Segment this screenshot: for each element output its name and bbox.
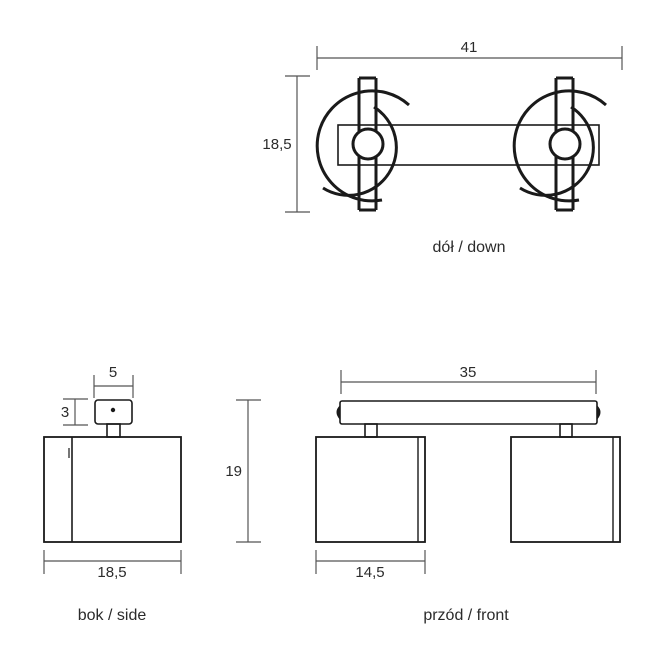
down-width-dimension [316, 46, 623, 70]
side-stem [106, 423, 121, 438]
side-mount-screw [110, 407, 116, 413]
side-mount-height-label: 3 [61, 404, 69, 421]
front-right-stem [559, 423, 573, 438]
front-shade-width-dimension [315, 550, 426, 574]
side-shade-width-label: 18,5 [97, 564, 126, 581]
front-right-shade [510, 436, 621, 543]
side-view: 5 3 18,5 bok / side [43, 364, 182, 624]
front-left-shade [315, 436, 426, 543]
front-bar-length-label: 35 [460, 364, 477, 381]
down-depth-dimension [285, 75, 310, 213]
height-label: 19 [225, 463, 242, 480]
down-depth-label: 18,5 [262, 136, 291, 153]
side-mount-width-dimension [93, 375, 134, 398]
side-caption: bok / side [78, 607, 147, 624]
side-mount-width-label: 5 [109, 364, 117, 381]
front-bar-right-cap [596, 405, 601, 420]
down-caption: dół / down [433, 239, 506, 256]
down-left-spot [315, 76, 411, 212]
down-width-label: 41 [461, 39, 478, 56]
down-base-plate [337, 124, 600, 166]
side-shade [43, 436, 182, 543]
side-mount-height-dimension [63, 398, 88, 426]
front-left-stem [364, 423, 378, 438]
front-view: 35 14,5 przód / front [315, 364, 621, 624]
front-caption: przód / front [423, 607, 509, 624]
front-bar-length-dimension [340, 370, 597, 394]
height-dimension [236, 399, 261, 543]
front-bar-left-cap [336, 405, 341, 420]
down-right-spot [512, 76, 608, 212]
front-mounting-bar [339, 400, 598, 425]
side-shade-width-dimension [43, 550, 182, 574]
front-shade-width-label: 14,5 [355, 564, 384, 581]
down-view: 41 18,5 dół / [262, 39, 623, 256]
